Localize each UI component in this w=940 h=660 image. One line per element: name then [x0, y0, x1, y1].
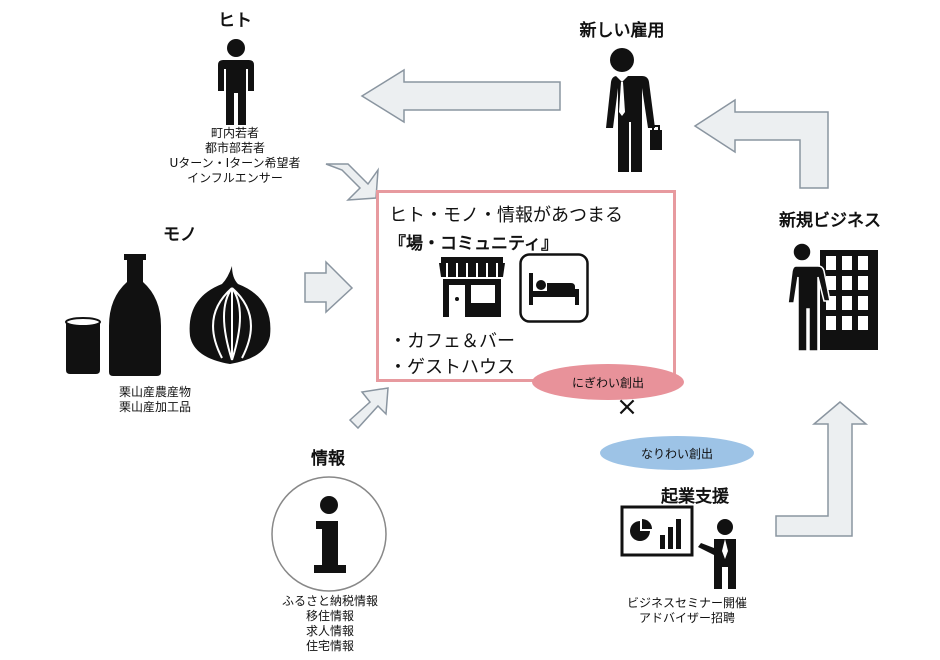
cross-symbol: ×	[616, 392, 638, 422]
center-item2: ・ゲストハウス	[389, 357, 515, 378]
koyo-title: 新しい雇用	[579, 21, 665, 41]
nariwai-badge: なりわい創出	[600, 436, 754, 470]
center-item1: ・カフェ＆バー	[389, 331, 515, 352]
building-icon	[786, 242, 878, 352]
info-icon	[271, 476, 387, 592]
center-line1: ヒト・モノ・情報があつまる	[389, 205, 623, 226]
businessman-icon	[602, 48, 662, 172]
arrow-joho-to-center	[348, 387, 389, 430]
shinki-title: 新規ビジネス	[779, 211, 881, 231]
center-community-box: ヒト・モノ・情報があつまる 『場・コミュニティ』 ・カフェ＆バー ・ゲストハウス	[376, 190, 676, 382]
kigyo-lines: ビジネスセミナー開催 アドバイザー招聘	[626, 596, 747, 625]
arrow-shinki-to-koyo	[693, 98, 829, 189]
arrow-hito-to-center	[325, 163, 379, 201]
hito-title: ヒト	[218, 11, 252, 31]
arrow-kigyo-to-shinki	[775, 401, 869, 537]
center-line2: 『場・コミュニティ』	[389, 234, 558, 254]
mono-icons	[65, 254, 271, 376]
joho-lines: ふるさと納税情報 移住情報 求人情報 住宅情報	[281, 594, 378, 653]
mono-lines: 栗山産農産物 栗山産加工品	[118, 385, 191, 414]
joho-title: 情報	[311, 449, 345, 469]
onion-icon	[189, 266, 271, 364]
nigiwai-badge: にぎわい創出	[532, 364, 684, 400]
arrow-koyo-to-hito	[360, 68, 561, 124]
presentation-icon	[620, 505, 736, 589]
kigyo-title: 起業支援	[661, 487, 729, 507]
sake-bottle-icon	[109, 254, 161, 376]
mono-title: モノ	[163, 225, 197, 245]
arrow-mono-to-center	[304, 260, 354, 314]
hito-lines: 町内若者 都市部若者 Uターン・Iターン希望者 インフルエンサー	[169, 126, 301, 185]
bed-icon	[519, 253, 589, 323]
cup-icon	[65, 317, 101, 374]
person-icon	[218, 39, 254, 125]
shop-icon	[439, 257, 505, 317]
